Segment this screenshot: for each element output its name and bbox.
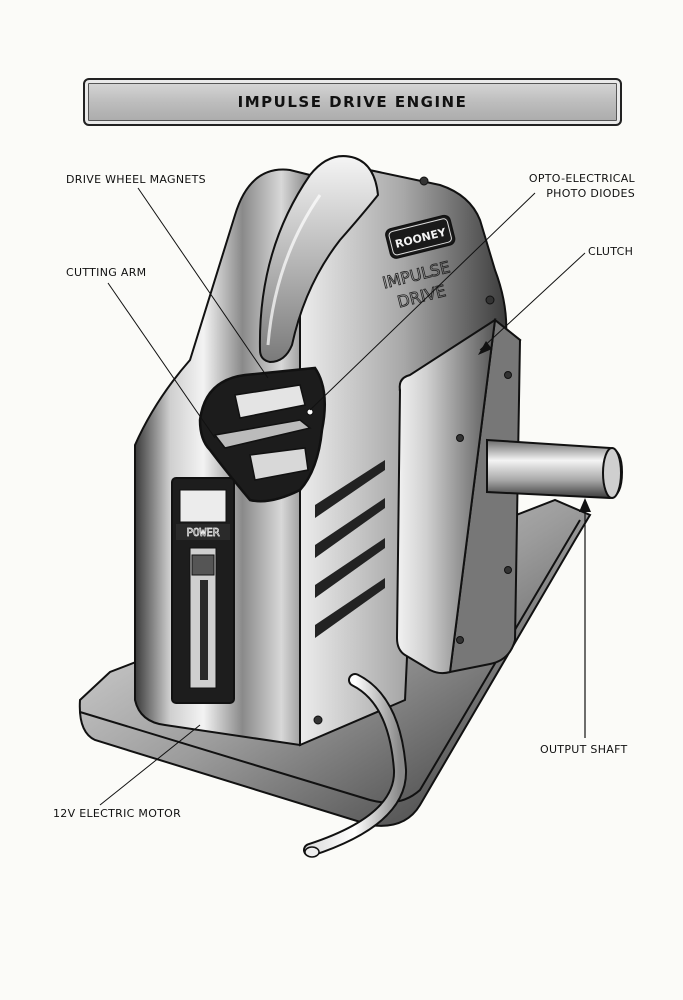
label-electric-motor: 12V ELECTRIC MOTOR	[53, 806, 181, 821]
clutch-screw-2	[457, 637, 464, 644]
power-switch-window	[180, 490, 226, 522]
label-opto-electrical-line1: OPTO-ELECTRICAL	[529, 171, 635, 186]
output-shaft	[487, 440, 622, 498]
label-cutting-arm: CUTTING ARM	[66, 265, 146, 280]
power-slider-knob	[192, 555, 214, 575]
power-switch-label: POWER	[186, 526, 219, 539]
clutch-screw-3	[505, 372, 512, 379]
power-cable-end	[305, 847, 319, 857]
label-opto-electrical-line2: PHOTO DIODES	[529, 186, 635, 201]
clutch-screw-4	[505, 567, 512, 574]
output-shaft-arrowhead	[579, 498, 591, 512]
label-clutch: CLUTCH	[588, 244, 633, 259]
output-shaft-end	[603, 448, 621, 498]
label-opto-electrical: OPTO-ELECTRICAL PHOTO DIODES	[529, 171, 635, 201]
screw-top	[420, 177, 428, 185]
screw-side	[486, 296, 494, 304]
label-output-shaft: OUTPUT SHAFT	[540, 742, 628, 757]
label-drive-wheel-magnets: DRIVE WHEEL MAGNETS	[66, 172, 206, 187]
power-slider-inner	[200, 580, 208, 680]
clutch-screw-1	[457, 435, 464, 442]
body-screw-1	[314, 716, 322, 724]
